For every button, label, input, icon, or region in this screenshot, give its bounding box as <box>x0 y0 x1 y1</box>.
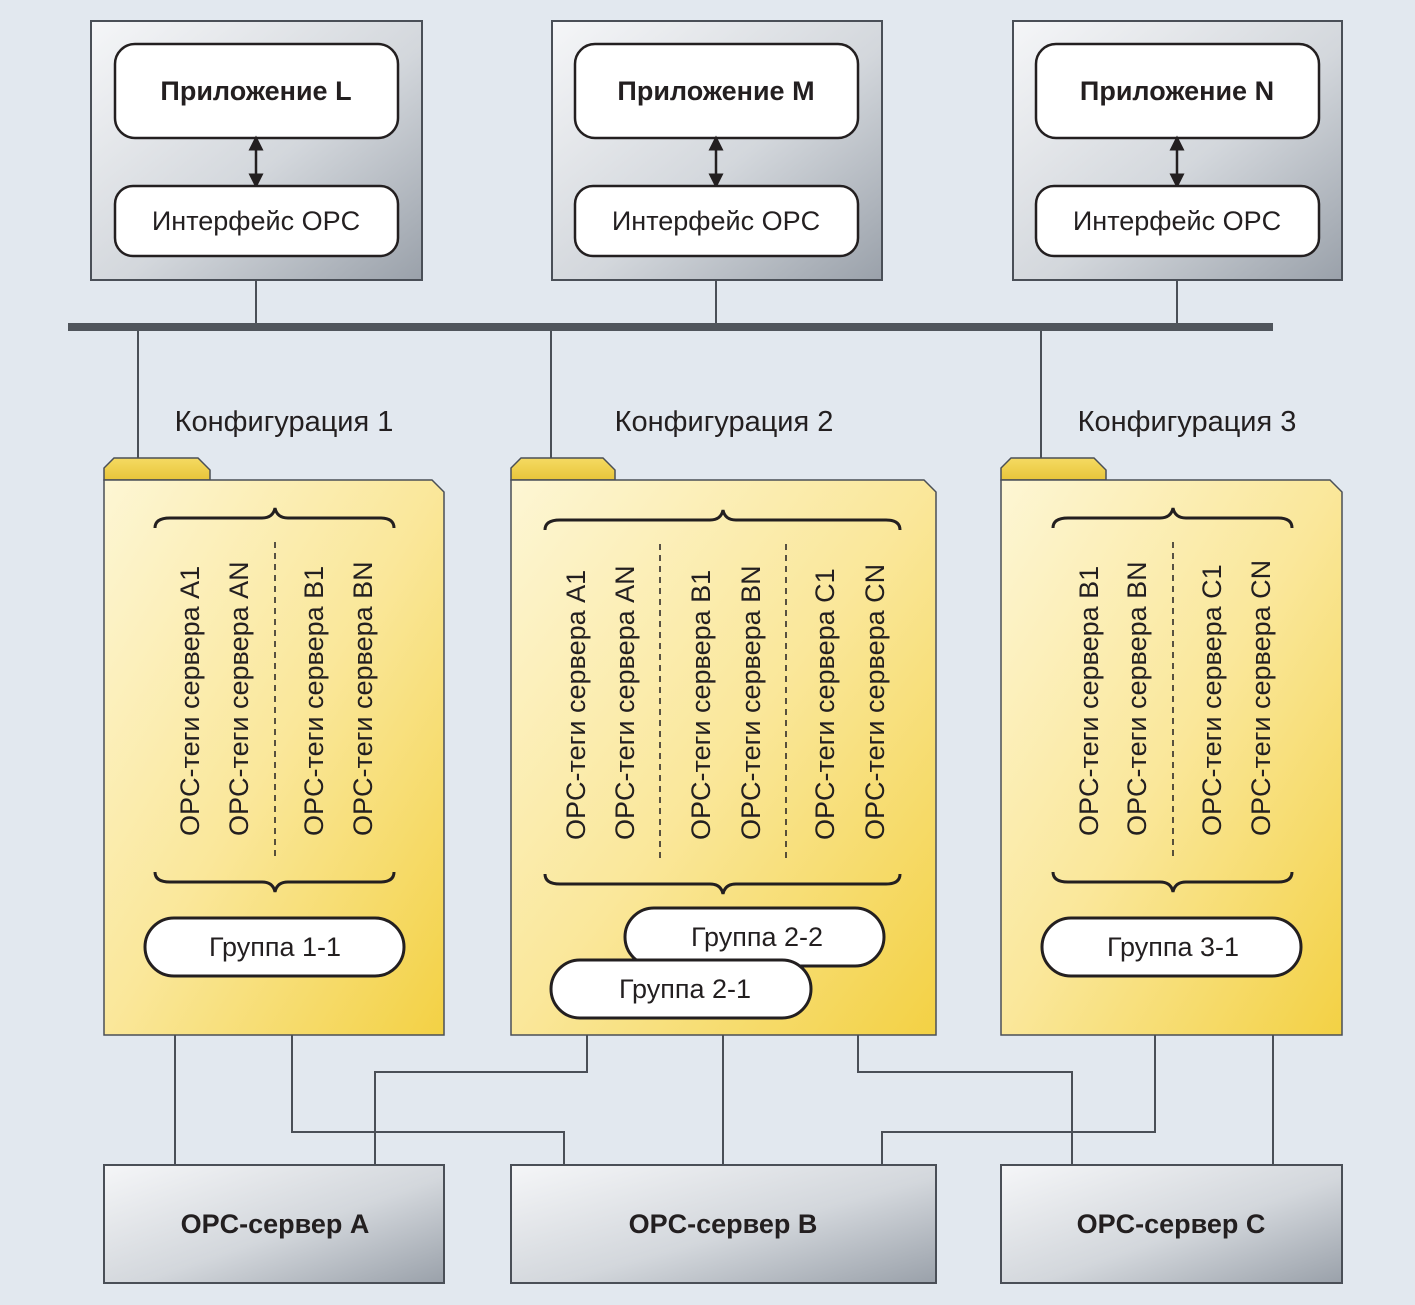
interface-box <box>1034 184 1321 258</box>
group-label: Группа 3-1 <box>1107 932 1239 962</box>
server-box <box>103 1164 445 1284</box>
application-m: Приложение M Интерфейс OPC <box>551 20 883 281</box>
configuration-folder-1: OPC-теги сервера A1 OPC-теги сервера AN … <box>103 457 445 1036</box>
application-title: Приложение N <box>1080 76 1274 106</box>
group-label: Группа 2-1 <box>619 974 751 1004</box>
top-brace <box>543 509 902 531</box>
opc-tag-label: OPC-теги сервера C1 <box>1197 564 1227 836</box>
opc-tag-label: OPC-теги сервера B1 <box>686 570 716 840</box>
interface-box <box>113 184 400 258</box>
folder-tab <box>1000 457 1107 481</box>
configuration-label: Конфигурация 2 <box>615 406 834 438</box>
top-brace <box>1051 507 1294 529</box>
server-connections <box>174 1035 1274 1165</box>
interface-label: Интерфейс OPC <box>612 206 820 236</box>
server-label: OPC-сервер C <box>1077 1209 1266 1239</box>
opc-server-c: OPC-сервер C <box>1000 1164 1343 1284</box>
opc-tag-label: OPC-теги сервера BN <box>736 565 766 840</box>
opc-server-b: OPC-сервер B <box>510 1164 937 1284</box>
opc-tag-label: OPC-теги сервера C1 <box>810 568 840 840</box>
folder-body <box>1000 479 1343 1036</box>
opc-tag-label: OPC-теги сервера CN <box>1246 560 1276 836</box>
group-pill <box>1040 916 1303 978</box>
interface-label: Интерфейс OPC <box>152 206 360 236</box>
bottom-brace <box>1051 871 1294 893</box>
server-label: OPC-сервер A <box>181 1209 370 1239</box>
network-connections <box>137 280 1178 460</box>
application-title: Приложение L <box>160 76 351 106</box>
folder-body <box>103 479 445 1036</box>
application-l: Приложение L Интерфейс OPC <box>90 20 423 281</box>
group-pill <box>549 958 813 1020</box>
bottom-brace <box>153 871 396 893</box>
server-box <box>1000 1164 1343 1284</box>
opc-tag-label: OPC-теги сервера AN <box>610 565 640 840</box>
group-label: Группа 2-2 <box>691 922 823 952</box>
network-bus <box>68 323 1273 331</box>
opc-tag-label: OPC-теги сервера AN <box>224 561 254 836</box>
configuration-folder-3: OPC-теги сервера B1 OPC-теги сервера BN … <box>1000 457 1343 1036</box>
interface-label: Интерфейс OPC <box>1073 206 1281 236</box>
bottom-brace <box>543 873 902 895</box>
opc-tag-label: OPC-теги сервера B1 <box>299 566 329 836</box>
configuration-label: Конфигурация 3 <box>1078 406 1297 438</box>
folder-tab <box>103 457 211 481</box>
top-brace <box>153 507 396 529</box>
server-box <box>510 1164 937 1284</box>
group-pill <box>143 916 406 978</box>
opc-tag-label: OPC-теги сервера BN <box>1122 561 1152 836</box>
opc-tag-label: OPC-теги сервера BN <box>348 561 378 836</box>
application-title: Приложение M <box>617 76 814 106</box>
interface-box <box>573 184 860 258</box>
folder-tab <box>510 457 616 481</box>
application-n: Приложение N Интерфейс OPC <box>1012 20 1343 281</box>
opc-tag-label: OPC-теги сервера B1 <box>1074 566 1104 836</box>
opc-tag-label: OPC-теги сервера CN <box>860 564 890 840</box>
opc-tag-label: OPC-теги сервера A1 <box>175 566 205 836</box>
configuration-label: Конфигурация 1 <box>175 406 394 438</box>
opc-server-a: OPC-сервер A <box>103 1164 445 1284</box>
folder-body <box>510 479 937 1036</box>
configuration-folder-2: OPC-теги сервера A1 OPC-теги сервера AN … <box>510 457 937 1036</box>
server-label: OPC-сервер B <box>629 1209 818 1239</box>
group-label: Группа 1-1 <box>209 932 341 962</box>
opc-tag-label: OPC-теги сервера A1 <box>561 570 591 840</box>
